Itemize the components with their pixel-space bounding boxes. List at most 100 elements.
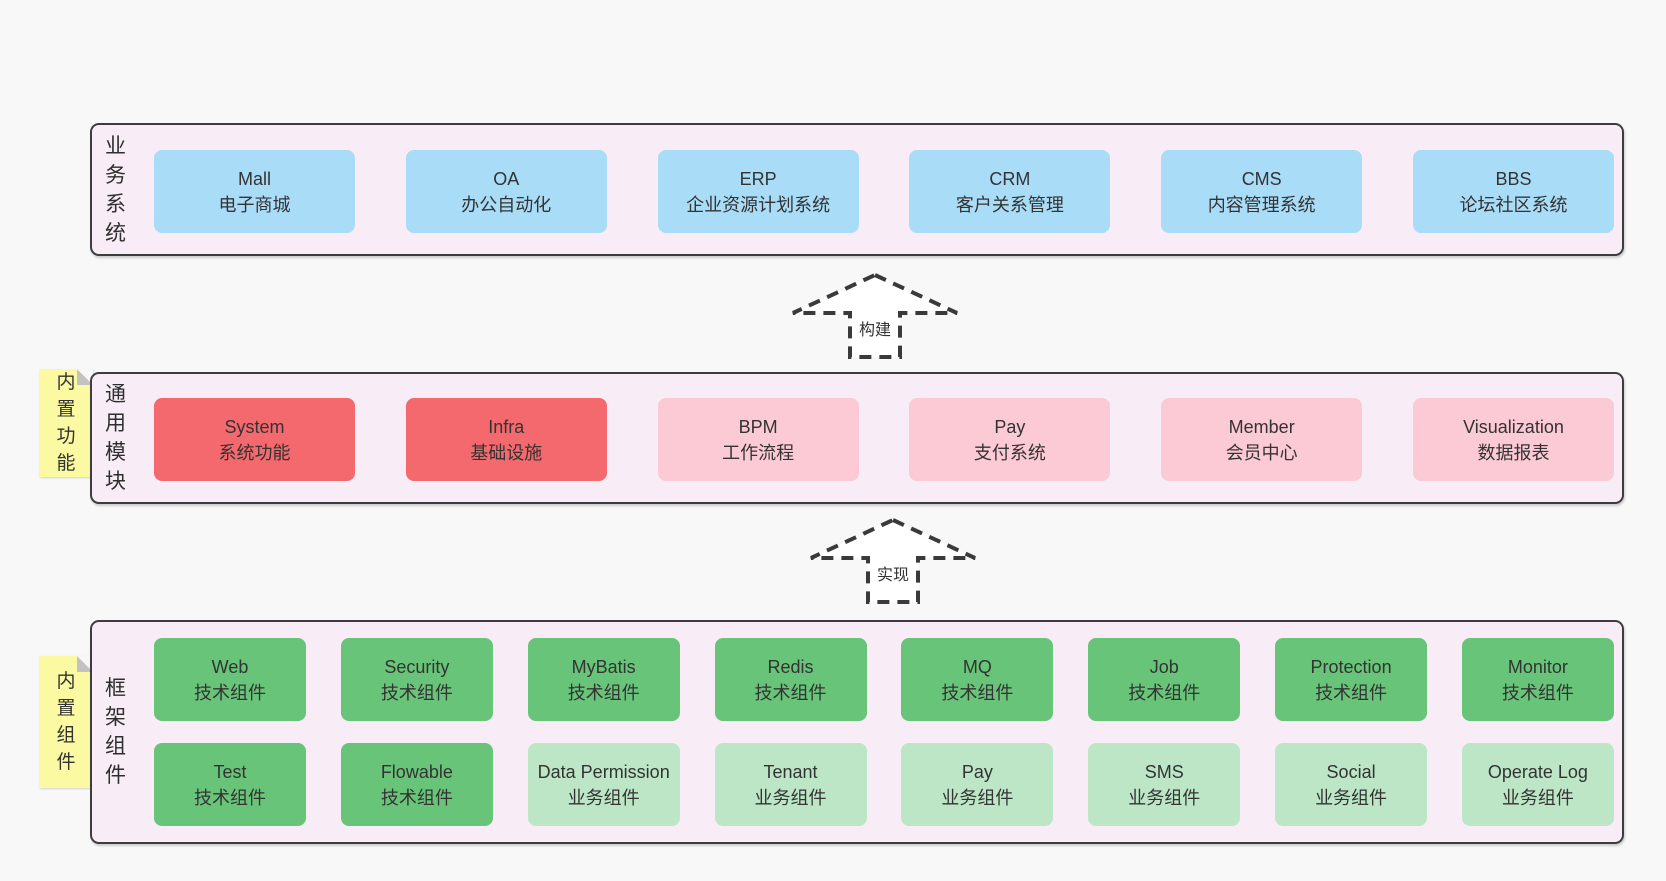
box-subtitle: 技术组件: [194, 787, 266, 808]
box-title: MyBatis: [571, 656, 636, 677]
box-title: SMS: [1144, 761, 1184, 782]
box-subtitle: 内容管理系统: [1207, 194, 1316, 215]
folded-corner: [77, 656, 93, 672]
layer-label-common-modules: 通用模块: [105, 383, 126, 493]
box-cms: CMS 内容管理系统: [1161, 150, 1363, 233]
box-subtitle: 电子商城: [218, 194, 291, 215]
box-title: MQ: [962, 656, 992, 677]
box-title: BBS: [1495, 168, 1532, 189]
box-subtitle: 业务组件: [1501, 787, 1574, 808]
sticky-note-label: 内置功能: [56, 372, 76, 474]
layer-common-modules: 通用模块 System 系统功能 Infra 基础设施 BPM 工作流程 Pay 支付系统 Me…: [90, 372, 1624, 504]
box-title: Job: [1149, 656, 1179, 677]
box-pay: Pay 支付系统: [909, 398, 1111, 481]
box-title: CMS: [1241, 168, 1282, 189]
box-title: Tenant: [763, 761, 818, 782]
box-title: Data Permission: [537, 761, 670, 782]
box-title: Redis: [767, 656, 814, 677]
layer-label-business-systems: 业务系统: [105, 134, 126, 245]
up-arrow-icon: [792, 272, 958, 359]
arrow-label-implement: 实现: [876, 567, 909, 584]
box-bpm: BPM 工作流程: [657, 398, 859, 481]
box-member: Member 会员中心: [1161, 398, 1363, 481]
box-subtitle: 技术组件: [567, 682, 640, 703]
box-title: Web: [211, 656, 249, 677]
box-sms: SMS 业务组件: [1088, 743, 1241, 826]
box-title: Security: [384, 656, 450, 677]
box-security: Security 技术组件: [340, 638, 493, 721]
box-subtitle: 技术组件: [1315, 682, 1388, 703]
box-infra: Infra 基础设施: [405, 398, 607, 481]
box-subtitle: 支付系统: [973, 442, 1046, 463]
common-modules-row: System 系统功能 Infra 基础设施 BPM 工作流程 Pay 支付系统 Member 会…: [154, 398, 1614, 481]
box-title: BPM: [738, 416, 778, 437]
box-data-permission: Data Permission 业务组件: [527, 743, 680, 826]
box-redis: Redis 技术组件: [714, 638, 867, 721]
box-mybatis: MyBatis 技术组件: [527, 638, 680, 721]
box-title: System: [224, 416, 285, 437]
box-subtitle: 工作流程: [722, 442, 795, 463]
box-system: System 系统功能: [154, 398, 355, 481]
box-crm: CRM 客户关系管理: [909, 150, 1111, 233]
box-job: Job 技术组件: [1088, 638, 1241, 721]
box-subtitle: 企业资源计划系统: [686, 194, 831, 215]
box-title: Pay: [994, 416, 1026, 437]
box-title: Mall: [237, 168, 271, 189]
box-subtitle: 业务组件: [1315, 787, 1388, 808]
box-bbs: BBS 论坛社区系统: [1412, 150, 1614, 233]
box-subtitle: 业务组件: [1128, 787, 1201, 808]
box-title: Social: [1326, 761, 1376, 782]
box-title: CRM: [989, 168, 1031, 189]
box-subtitle: 会员中心: [1225, 442, 1298, 463]
layer-label-framework-components: 框架组件: [105, 677, 126, 787]
box-title: Pay: [961, 761, 993, 782]
box-subtitle: 技术组件: [754, 682, 827, 703]
box-subtitle: 办公自动化: [461, 194, 552, 215]
box-subtitle: 系统功能: [218, 442, 291, 463]
box-subtitle: 技术组件: [380, 787, 453, 808]
box-subtitle: 论坛社区系统: [1459, 194, 1568, 215]
box-subtitle: 技术组件: [941, 682, 1014, 703]
up-arrow-icon: [810, 517, 976, 604]
box-operate-log: Operate Log 业务组件: [1461, 743, 1614, 826]
box-social: Social 业务组件: [1275, 743, 1428, 826]
box-subtitle: 业务组件: [941, 787, 1014, 808]
box-subtitle: 技术组件: [1501, 682, 1574, 703]
box-pay: Pay 业务组件: [901, 743, 1054, 826]
box-subtitle: 技术组件: [194, 682, 266, 703]
box-monitor: Monitor 技术组件: [1461, 638, 1614, 721]
box-visualization: Visualization 数据报表: [1412, 398, 1614, 481]
arrow-label-build: 构建: [858, 322, 891, 339]
box-title: Infra: [488, 416, 525, 437]
box-title: Flowable: [380, 761, 453, 782]
box-title: Member: [1228, 416, 1295, 437]
box-title: Test: [213, 761, 247, 782]
box-test: Test 技术组件: [154, 743, 306, 826]
folded-corner: [77, 369, 93, 385]
box-mall: Mall 电子商城: [154, 150, 355, 233]
box-subtitle: 基础设施: [470, 442, 543, 463]
box-title: Operate Log: [1487, 761, 1588, 782]
dashed-up-arrow-implement: 实现: [809, 517, 977, 605]
box-subtitle: 技术组件: [380, 682, 453, 703]
box-subtitle: 技术组件: [1128, 682, 1201, 703]
box-mq: MQ 技术组件: [901, 638, 1054, 721]
box-subtitle: 客户关系管理: [955, 194, 1064, 215]
box-subtitle: 数据报表: [1477, 442, 1550, 463]
box-subtitle: 业务组件: [567, 787, 640, 808]
box-web: Web 技术组件: [154, 638, 306, 721]
box-title: ERP: [739, 168, 777, 189]
box-title: Protection: [1310, 656, 1392, 677]
box-flowable: Flowable 技术组件: [340, 743, 493, 826]
framework-components-row-2: Test 技术组件 Flowable 技术组件 Data Permission 业务组件 T…: [154, 743, 1614, 826]
box-title: Monitor: [1507, 656, 1568, 677]
sticky-note-label: 内置组件: [56, 671, 76, 773]
sticky-note-built-in-components: 内置组件: [39, 656, 93, 788]
box-protection: Protection 技术组件: [1275, 638, 1428, 721]
box-title: Visualization: [1463, 416, 1564, 437]
